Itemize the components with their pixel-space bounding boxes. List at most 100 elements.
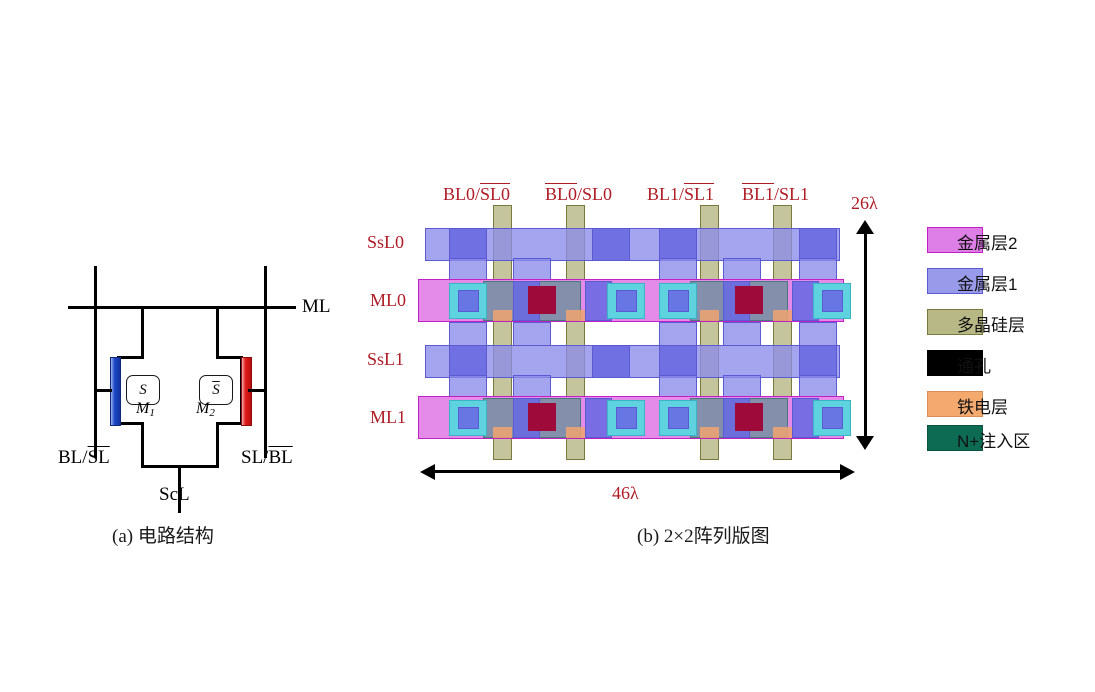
- ssl1-drop-0: [449, 375, 487, 400]
- ml1-source-via-1: [735, 403, 763, 431]
- right-bitline-plain: SL/: [241, 447, 269, 468]
- left-bitline-label: BL/SL: [58, 447, 110, 469]
- ml0-source-via-1: [735, 286, 763, 314]
- legend-label-metal2: 金属层2: [957, 234, 1018, 253]
- row-label-ml0: ML0: [370, 290, 406, 310]
- ml0-ferro-3: [773, 310, 792, 321]
- m2-state-text: S: [212, 381, 220, 398]
- right-bitline-label: SL/BL: [241, 447, 293, 469]
- width-arrow-left-head: [420, 464, 435, 480]
- ml0-ferro-0: [493, 310, 512, 321]
- ml1-ferro-1: [566, 427, 585, 438]
- column-label-1-over: BL0: [545, 184, 578, 204]
- left-branch-down: [141, 306, 144, 358]
- ssl0-pad-1: [592, 228, 630, 261]
- column-label-2-over: SL1: [684, 184, 715, 204]
- ml0-source-via-0: [528, 286, 556, 314]
- ssl1-drop-up-4: [799, 322, 837, 346]
- height-dimension-line: [864, 230, 867, 436]
- ssl1-drop-up-3: [723, 322, 761, 346]
- ssl1-drop-up-2: [659, 322, 697, 346]
- left-bitline-wire: [94, 266, 97, 458]
- select-line-label: ScL: [159, 484, 190, 505]
- row-label-ml1: ML1: [370, 407, 406, 427]
- m2-top-wire: [216, 356, 243, 359]
- legend-swatch-via: [927, 350, 983, 376]
- match-line-label: ML: [302, 296, 331, 317]
- ml1-ferro-2: [700, 427, 719, 438]
- caption-b: (b) 2×2阵列版图: [637, 526, 770, 547]
- ml0-ferro-2: [700, 310, 719, 321]
- legend-swatch-poly: [927, 309, 983, 335]
- column-label-0: BL0/SL0: [443, 184, 510, 205]
- ssl1-pad-3: [799, 345, 837, 378]
- ssl0-drop-1: [513, 258, 551, 283]
- ml1-contact-inner-1: [616, 407, 637, 429]
- m2-label-index: 2: [209, 407, 215, 419]
- ssl0-drop-2: [659, 258, 697, 283]
- m1-bottom-wire: [117, 422, 144, 425]
- m1-state-text: S: [139, 381, 147, 398]
- m1-label-index: 1: [149, 407, 155, 419]
- ml0-contact-inner-1: [616, 290, 637, 312]
- m2-bottom-wire: [216, 422, 243, 425]
- row-label-ssl1: SsL1: [367, 349, 405, 369]
- ml0-contact-inner-0: [458, 290, 479, 312]
- legend-swatch-nplus: [927, 425, 983, 451]
- row-label-ssl0: SsL0: [367, 232, 405, 252]
- column-label-2-a: BL1/: [647, 184, 685, 204]
- legend-label-via: 通孔: [957, 357, 991, 376]
- legend-label-nplus: N+注入区: [957, 432, 1031, 451]
- ml1-contact-inner-3: [822, 407, 843, 429]
- column-label-1-b: /SL0: [577, 184, 613, 204]
- match-line-wire: [68, 306, 296, 309]
- legend-swatch-metal1: [927, 268, 983, 294]
- legend-label-ferro: 铁电层: [957, 398, 1008, 417]
- column-label-3-b: /SL1: [774, 184, 810, 204]
- m2-state-symbol: S: [199, 375, 233, 405]
- ml0-ferro-1: [566, 310, 585, 321]
- caption-a: (a) 电路结构: [112, 526, 214, 547]
- m1-top-wire: [117, 356, 144, 359]
- ssl0-pad-2: [659, 228, 697, 261]
- ml0-contact-inner-3: [822, 290, 843, 312]
- column-label-0-over: SL0: [480, 184, 511, 204]
- width-dimension-line: [434, 470, 840, 473]
- m1-state-symbol: S: [126, 375, 160, 405]
- ssl1-drop-3: [723, 375, 761, 400]
- ssl0-pad-0: [449, 228, 487, 261]
- ssl0-pad-3: [799, 228, 837, 261]
- right-cap-tap: [248, 389, 266, 392]
- ml1-ferro-0: [493, 427, 512, 438]
- ssl1-pad-2: [659, 345, 697, 378]
- height-arrow-down-head: [856, 436, 874, 450]
- legend-label-poly: 多晶硅层: [957, 316, 1025, 335]
- height-dimension-label: 26λ: [851, 193, 878, 213]
- ssl1-drop-up-0: [449, 322, 487, 346]
- legend-label-metal1: 金属层1: [957, 275, 1018, 294]
- ml1-source-via-0: [528, 403, 556, 431]
- ssl1-metal1-bar: [425, 345, 840, 378]
- m1-source-down: [141, 422, 144, 467]
- m2-label: M2: [196, 400, 215, 419]
- column-label-3-over: BL1: [742, 184, 775, 204]
- legend-swatch-ferro: [927, 391, 983, 417]
- ssl1-pad-0: [449, 345, 487, 378]
- column-label-1: BL0/SL0: [545, 184, 612, 205]
- height-arrow-up-head: [856, 220, 874, 234]
- ml1-contact-inner-2: [668, 407, 689, 429]
- column-label-0-a: BL0/: [443, 184, 481, 204]
- right-bitline-over: BL: [268, 447, 293, 468]
- ssl0-drop-4: [799, 258, 837, 283]
- left-bitline-plain: BL/: [58, 447, 88, 468]
- width-arrow-right-head: [840, 464, 855, 480]
- right-bitline-wire: [264, 266, 267, 458]
- ssl0-metal1-bar: [425, 228, 840, 261]
- ml0-contact-inner-2: [668, 290, 689, 312]
- width-dimension-label: 46λ: [612, 483, 639, 503]
- left-bitline-over: SL: [87, 447, 110, 468]
- ml1-ferro-3: [773, 427, 792, 438]
- column-label-2: BL1/SL1: [647, 184, 714, 205]
- ssl1-pad-1: [592, 345, 630, 378]
